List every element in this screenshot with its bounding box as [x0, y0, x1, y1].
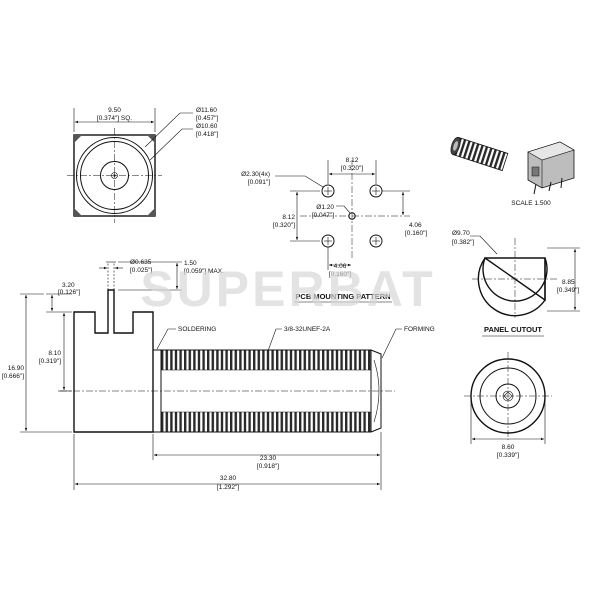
- pcb-center-hole-label: Ø1.20: [316, 204, 334, 211]
- panel-flat-label: 8.85: [562, 279, 575, 286]
- panel-cutout-title: PANEL CUTOUT: [484, 325, 542, 334]
- front-width-label: 9.50: [108, 107, 121, 114]
- pcb-left-spacing-label: 8.12: [282, 214, 295, 221]
- watermark-logo: SUPERBAT: [140, 261, 435, 317]
- thread-spec-callout: 3/8-32UNEF-2A: [284, 326, 331, 333]
- thread-length-inch-label: [0.918"]: [257, 463, 279, 470]
- forming-callout: FORMING: [404, 326, 435, 333]
- pcb-right-offset-label: 4.06: [409, 222, 422, 229]
- center-height-inch-label: [0.319"]: [39, 358, 61, 365]
- panel-flat-inch-label: [0.349"]: [557, 287, 579, 294]
- front-width-inch-label: [0.374"] SQ.: [97, 115, 132, 122]
- total-height-inch-label: [0.666"]: [2, 373, 24, 380]
- panel-cutout: 8.85 [0.349"] Ø9.70 [0.382"] PANEL CUTOU…: [452, 230, 580, 337]
- inner-dia-label: Ø10.60: [196, 123, 218, 130]
- tab-height-label: 3.20: [62, 282, 75, 289]
- panel-dia-inch-label: [0.382"]: [452, 239, 474, 246]
- pcb-mounting-pattern: 8.12 [0.320"] Ø2.30(4x) [0.091"] Ø1.20 […: [241, 157, 427, 303]
- end-width-label: 8.60: [502, 444, 515, 451]
- end-width-inch-label: [0.339"]: [497, 452, 519, 459]
- pin-length-label: 1.50: [184, 260, 197, 267]
- pcb-bottom-offset-label: 4.06: [334, 263, 347, 270]
- pin-dia-inch-label: [0.025"]: [130, 267, 152, 274]
- center-height-label: 8.10: [48, 350, 61, 357]
- threaded-barrel: [160, 349, 382, 433]
- total-height-label: 16.90: [8, 365, 25, 372]
- isometric-view: SCALE 1.500: [450, 136, 575, 207]
- total-length-inch-label: [1.292"]: [217, 484, 239, 491]
- pin-dia-label: Ø0.635: [130, 259, 152, 266]
- pcb-hole: [369, 234, 383, 248]
- end-view: 8.60 [0.339"]: [464, 352, 552, 459]
- pcb-left-spacing-inch-label: [0.320"]: [273, 222, 295, 229]
- front-view: 9.50 [0.374"] SQ. Ø11.60 [0.457"] Ø10.60…: [67, 107, 218, 223]
- iso-body: [527, 141, 575, 195]
- pcb-bottom-offset-inch-label: [0.160"]: [329, 271, 351, 278]
- total-length-label: 32.80: [220, 475, 237, 482]
- soldering-callout: SOLDERING: [178, 326, 216, 333]
- pcb-right-offset-inch-label: [0.160"]: [405, 230, 427, 237]
- side-view: Ø0.635 [0.025"] 1.50 [0.059"] MAX. 3.20 …: [2, 259, 435, 491]
- outer-dia-label: Ø11.60: [196, 107, 217, 114]
- thread-length-label: 23.30: [260, 455, 277, 462]
- pcb-center-hole-inch-label: [0.047"]: [312, 212, 334, 219]
- pcb-top-spacing-inch-label: [0.320"]: [341, 165, 363, 172]
- tab-height-inch-label: [0.126"]: [58, 289, 80, 296]
- pcb-top-spacing-label: 8.12: [346, 157, 359, 164]
- iso-scale-label: SCALE 1.500: [511, 200, 551, 207]
- pcb-holes-inch-label: [0.091"]: [248, 179, 270, 186]
- pcb-pattern-title: PCB MOUNTING PATTERN: [295, 292, 390, 301]
- inner-dia-inch-label: [0.418"]: [196, 131, 218, 138]
- pcb-holes-label: Ø2.30(4x): [241, 171, 270, 178]
- pin-length-inch-label: [0.059"] MAX.: [184, 268, 224, 275]
- pcb-hole: [321, 184, 335, 198]
- pcb-center-hole: [348, 212, 356, 220]
- outer-dia-inch-label: [0.457"]: [196, 115, 218, 122]
- panel-dia-label: Ø9.70: [452, 230, 470, 237]
